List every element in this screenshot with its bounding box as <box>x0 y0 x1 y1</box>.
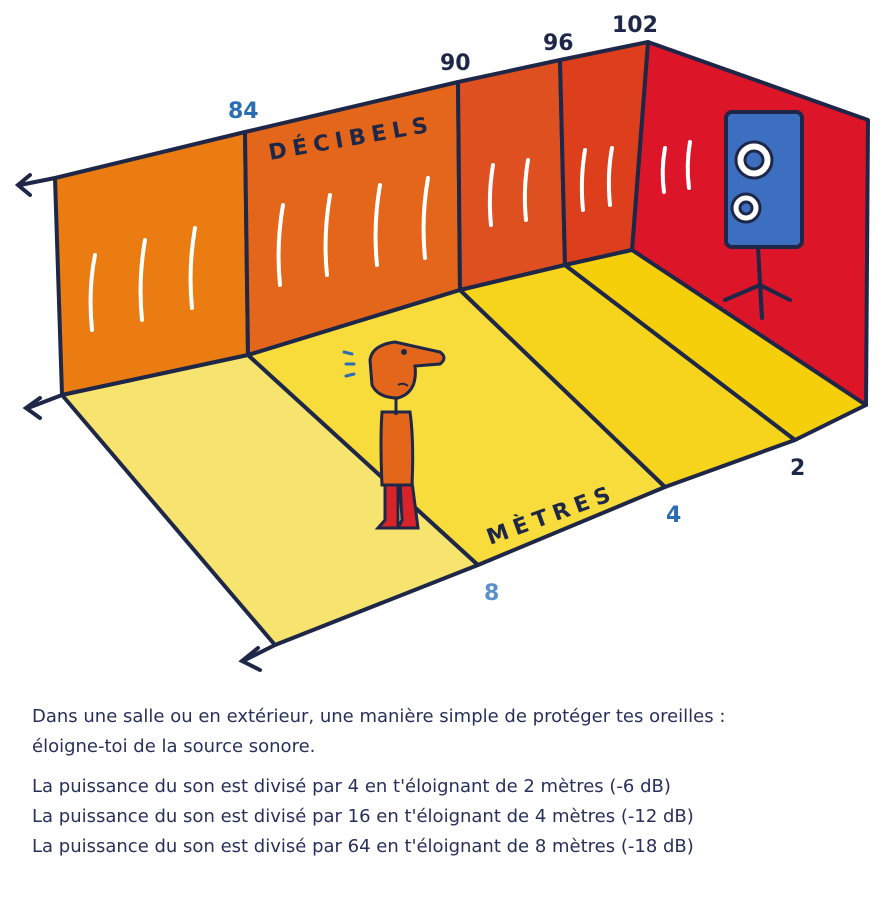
metres-8-label: 8 <box>484 581 499 606</box>
metres-2-label: 2 <box>790 456 805 481</box>
caption-block: Dans une salle ou en extérieur, une mani… <box>32 702 877 862</box>
caption-fact-3: La puissance du son est divisé par 64 en… <box>32 836 694 857</box>
floor-zone-2m <box>563 248 868 442</box>
caption-fact-1: La puissance du son est divisé par 4 en … <box>32 776 671 797</box>
wall-section-84 <box>53 130 250 397</box>
wall-section-96 <box>456 58 567 292</box>
db-102-label: 102 <box>612 13 658 38</box>
db-90-label: 90 <box>440 51 471 76</box>
person-figure <box>342 340 446 530</box>
caption-intro-line2: éloigne-toi de la source sonore. <box>32 736 316 757</box>
sound-wave-marks <box>88 140 692 332</box>
wall-section-102 <box>558 40 650 267</box>
sound-distance-illustration: DÉCIBELS MÈTRES 84 90 96 102 2 4 8 <box>14 13 870 672</box>
caption-fact-2: La puissance du son est divisé par 16 en… <box>32 806 694 827</box>
distance-arrows <box>14 173 277 672</box>
db-84-label: 84 <box>228 99 259 124</box>
db-96-label: 96 <box>543 31 574 56</box>
caption-intro-line1: Dans une salle ou en extérieur, une mani… <box>32 706 726 727</box>
metres-4-label: 4 <box>666 503 681 528</box>
speaker-icon <box>723 110 804 320</box>
